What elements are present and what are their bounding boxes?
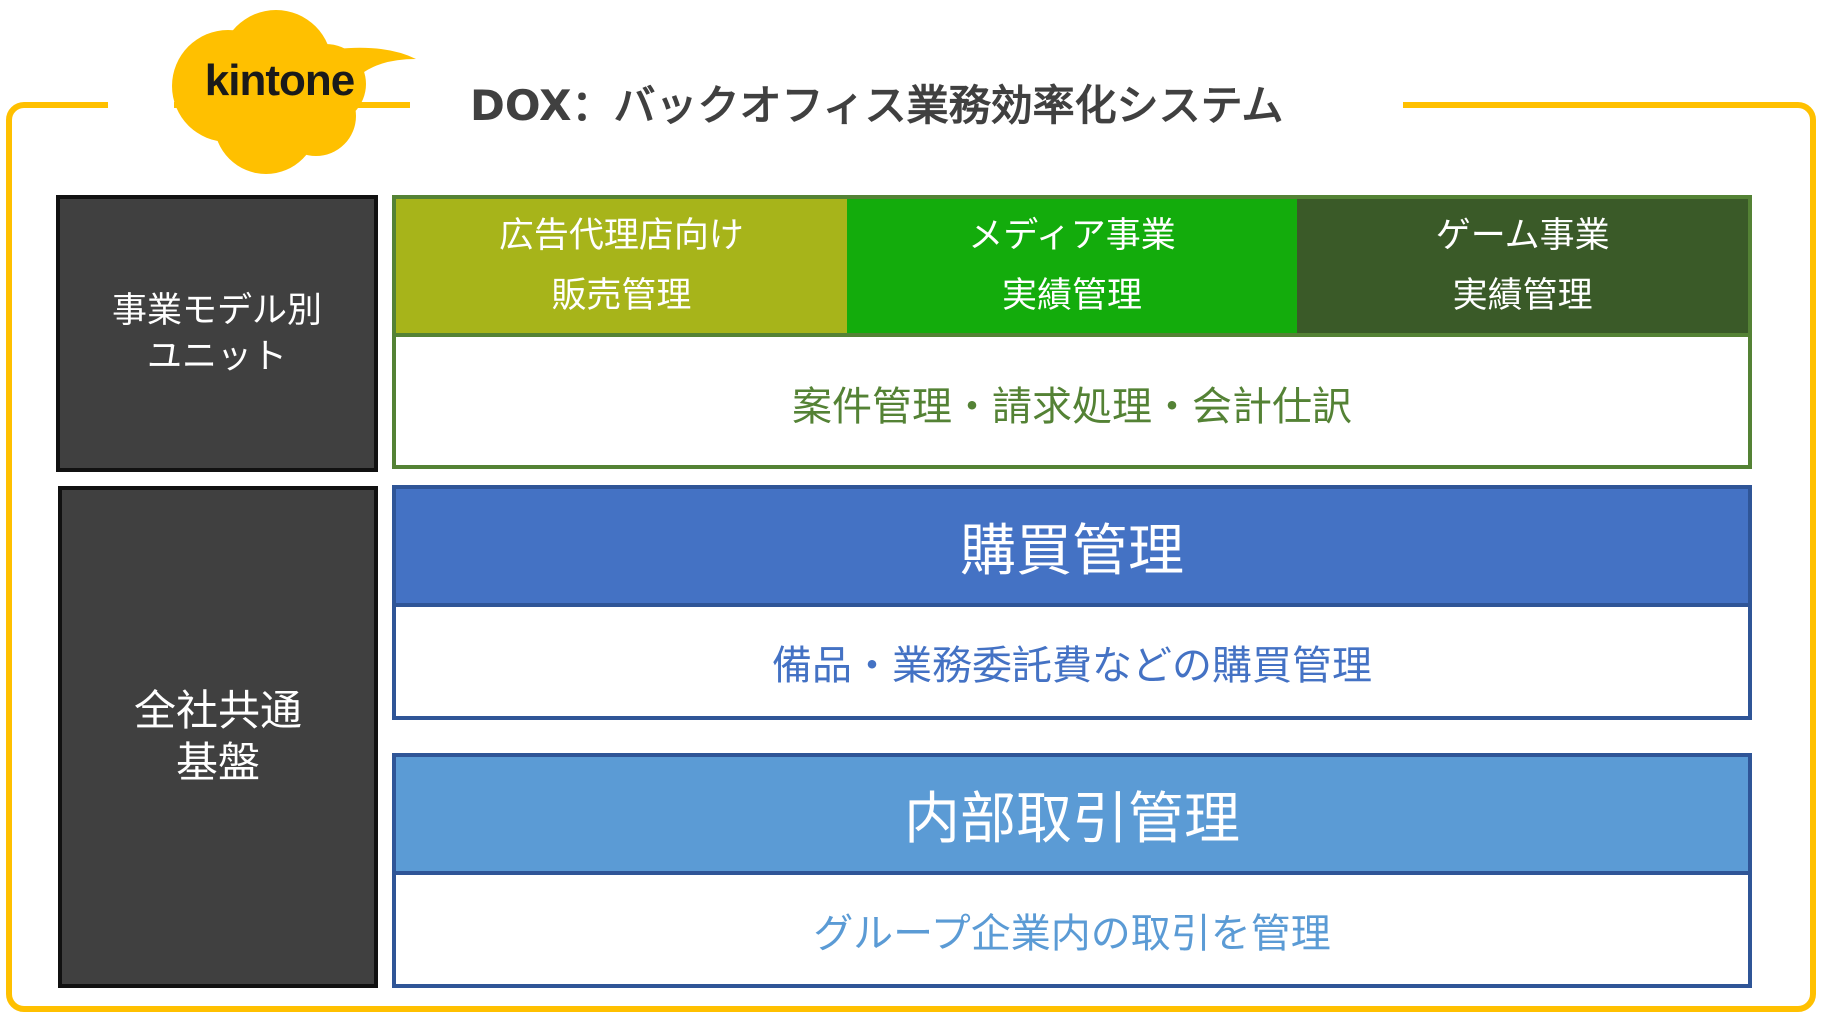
intercompany-title: 内部取引管理 bbox=[396, 757, 1748, 875]
frame-gap bbox=[410, 96, 1403, 114]
purchasing-block: 購買管理 備品・業務委託費などの購買管理 bbox=[392, 485, 1752, 720]
purchasing-title: 購買管理 bbox=[396, 489, 1748, 607]
purchasing-description: 備品・業務委託費などの購買管理 bbox=[772, 642, 1372, 689]
unit-game: ゲーム事業 実績管理 bbox=[1297, 199, 1749, 333]
unit-line2: 実績管理 bbox=[1002, 276, 1143, 316]
unit-line2: 実績管理 bbox=[1452, 276, 1593, 316]
kintone-cloud-logo bbox=[172, 10, 416, 174]
unit-line1: メディア事業 bbox=[968, 216, 1176, 256]
business-unit-row: 広告代理店向け 販売管理 メディア事業 実績管理 ゲーム事業 実績管理 bbox=[396, 199, 1749, 333]
intercompany-description: グループ企業内の取引を管理 bbox=[813, 910, 1331, 957]
kintone-logo-text: kintone bbox=[204, 56, 355, 105]
unit-line2: 販売管理 bbox=[551, 276, 692, 316]
common-platform-label: 全社共通 基盤 bbox=[58, 486, 378, 988]
frame-gap bbox=[108, 96, 174, 114]
unit-media: メディア事業 実績管理 bbox=[846, 199, 1298, 333]
business-unit-block: 広告代理店向け 販売管理 メディア事業 実績管理 ゲーム事業 実績管理 案件管理… bbox=[392, 195, 1752, 469]
business-unit-label: 事業モデル別 ユニット bbox=[56, 195, 378, 472]
unit-line1: ゲーム事業 bbox=[1435, 216, 1610, 256]
page-title: DOX：バックオフィス業務効率化システム bbox=[470, 81, 1284, 130]
unit-ad-agency: 広告代理店向け 販売管理 bbox=[396, 199, 847, 333]
intercompany-block: 内部取引管理 グループ企業内の取引を管理 bbox=[392, 753, 1752, 988]
unit-line1: 広告代理店向け bbox=[498, 216, 744, 256]
shared-processes: 案件管理・請求処理・会計仕訳 bbox=[396, 333, 1748, 469]
